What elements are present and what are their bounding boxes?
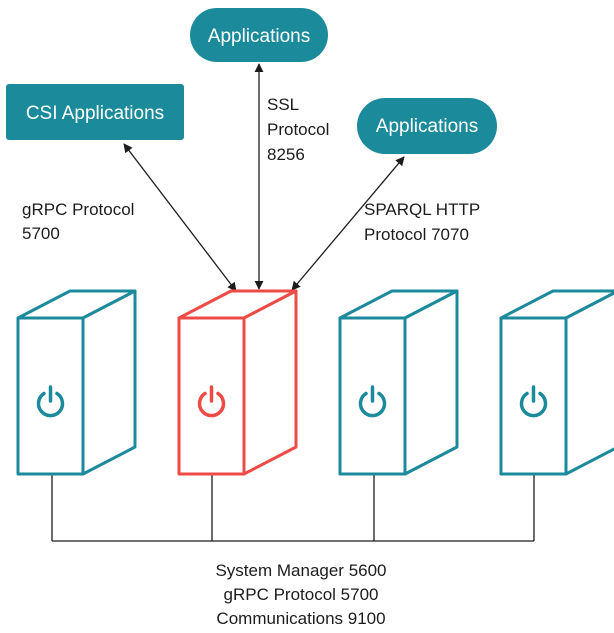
server — [16, 289, 137, 476]
bus-label-line3: Communications 9100 — [216, 609, 385, 628]
power-icon — [358, 385, 387, 418]
csi-applications-label: CSI Applications — [26, 103, 164, 124]
applications-node-right: Applications — [357, 98, 497, 154]
ssl-edge-label: SSL Protocol 8256 — [267, 95, 329, 164]
applications-node-right-label: Applications — [376, 116, 478, 137]
bus-label-line1: System Manager 5600 — [215, 561, 386, 580]
grpc-edge-label-line1: gRPC Protocol — [22, 200, 134, 219]
sparql-arrow — [291, 156, 405, 291]
applications-node-top-label: Applications — [208, 26, 310, 47]
ssl-edge-label-line3: 8256 — [267, 145, 305, 164]
server-bus — [51, 474, 535, 542]
ssl-edge-label-line1: SSL — [267, 95, 299, 114]
power-icon — [197, 385, 226, 418]
ssl-edge-label-line2: Protocol — [267, 120, 329, 139]
bus-label-line2: gRPC Protocol 5700 — [224, 585, 379, 604]
power-icon — [519, 385, 548, 418]
sparql-edge-label: SPARQL HTTP Protocol 7070 — [364, 200, 480, 244]
grpc-edge-label: gRPC Protocol 5700 — [22, 200, 134, 243]
server — [499, 289, 614, 476]
server-highlighted — [177, 289, 298, 476]
csi-applications-node: CSI Applications — [6, 84, 184, 140]
grpc-edge-label-line2: 5700 — [22, 224, 60, 243]
sparql-edge-label-line1: SPARQL HTTP — [364, 200, 480, 219]
sparql-edge-label-line2: Protocol 7070 — [364, 225, 469, 244]
server — [338, 289, 459, 476]
server-group — [16, 289, 614, 476]
applications-node-top: Applications — [190, 8, 328, 62]
grpc-arrow — [123, 143, 237, 292]
bus-label: System Manager 5600 gRPC Protocol 5700 C… — [215, 561, 386, 628]
power-icon — [36, 385, 65, 418]
